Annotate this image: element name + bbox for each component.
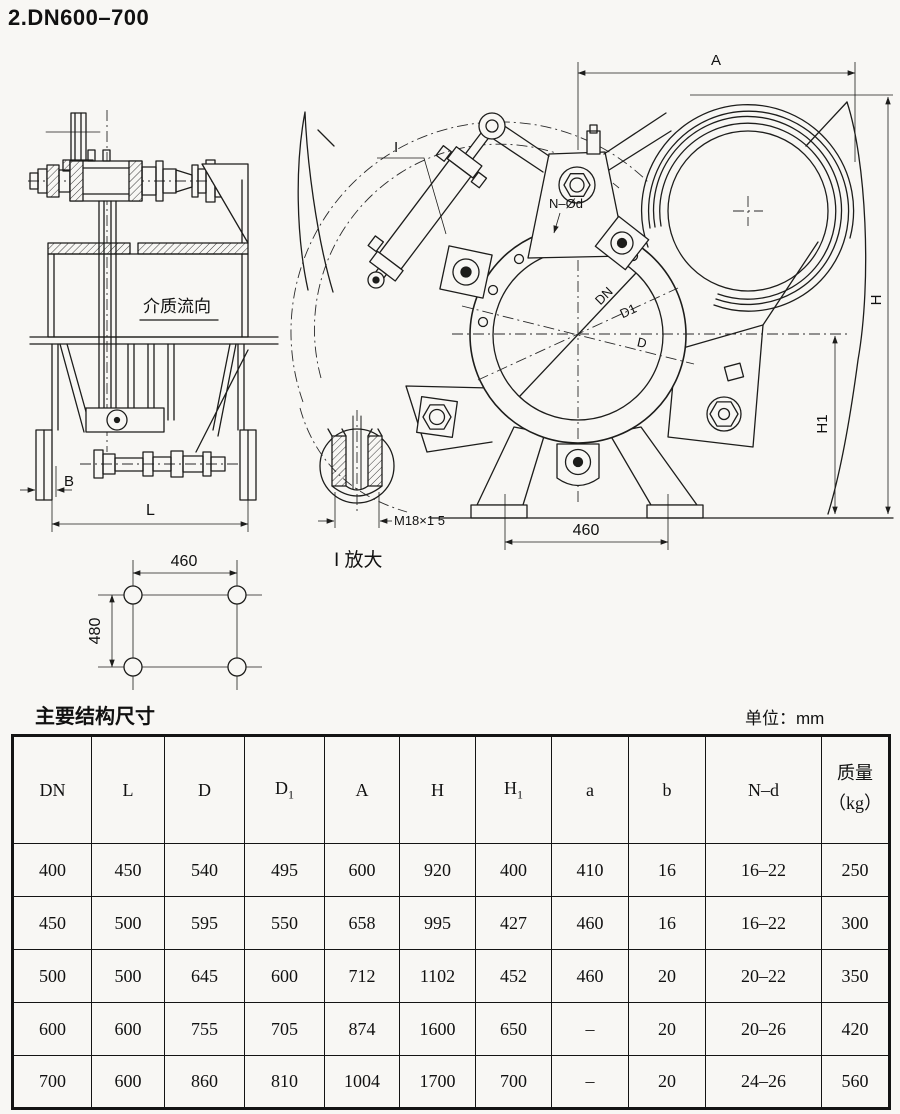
label-d: D	[636, 334, 649, 351]
table-cell: 450	[91, 843, 165, 897]
table-cell: 250	[821, 843, 890, 897]
table-cell: 1700	[399, 1055, 476, 1109]
column-header: H1	[475, 735, 552, 844]
column-header: 质量（kg）	[821, 735, 890, 844]
table-cell: 645	[164, 949, 245, 1003]
table-cell: 20–22	[705, 949, 822, 1003]
column-header: b	[628, 735, 706, 844]
table-cell: 452	[475, 949, 552, 1003]
table-cell: 427	[475, 896, 552, 950]
table-cell: 595	[164, 896, 245, 950]
bolt-pattern-width-label: 460	[171, 553, 198, 570]
front-view-drawing: DN D1 D	[290, 52, 894, 550]
table-cell: 16–22	[705, 896, 822, 950]
table-cell: 705	[244, 1002, 325, 1056]
detail-marker-label: I	[394, 139, 398, 156]
table-cell: 16–22	[705, 843, 822, 897]
table-cell: 600	[91, 1002, 165, 1056]
table-cell: 600	[244, 949, 325, 1003]
column-header: H	[399, 735, 476, 844]
table-cell: 400	[12, 843, 92, 897]
table-cell: 700	[475, 1055, 552, 1109]
table-cell: 712	[324, 949, 400, 1003]
table-cell: 495	[244, 843, 325, 897]
table-cell: 500	[91, 896, 165, 950]
table-cell: 600	[91, 1055, 165, 1109]
label-d1: D1	[617, 301, 638, 322]
table-cell: 350	[821, 949, 890, 1003]
table-cell: 500	[12, 949, 92, 1003]
table-cell: 600	[12, 1002, 92, 1056]
table-cell: 658	[324, 896, 400, 950]
table-cell: 700	[12, 1055, 92, 1109]
table-cell: 400	[475, 843, 552, 897]
table-cell: 540	[164, 843, 245, 897]
unit-label: 单位：mm	[745, 709, 825, 728]
table-cell: 600	[324, 843, 400, 897]
table-cell: 20	[628, 1002, 706, 1056]
table-cell: 410	[551, 843, 629, 897]
table-cell: 810	[244, 1055, 325, 1109]
table-cell: 460	[551, 896, 629, 950]
bolt-pattern-height-label: 480	[87, 618, 104, 645]
side-view-drawing: 介质流向	[20, 110, 279, 532]
column-header: N–d	[705, 735, 822, 844]
column-header: D	[164, 735, 245, 844]
column-header: A	[324, 735, 400, 844]
table-cell: 920	[399, 843, 476, 897]
table-cell: 24–26	[705, 1055, 822, 1109]
flow-direction-label: 介质流向	[143, 297, 211, 316]
dim-l-label: L	[146, 502, 155, 519]
page-title: 2.DN600–700	[8, 5, 150, 30]
table-title: 主要结构尺寸	[35, 706, 155, 728]
column-header: DN	[12, 735, 92, 844]
dim-b-label: B	[64, 473, 74, 490]
column-header: a	[551, 735, 629, 844]
dim-h1-label: H1	[814, 414, 831, 433]
dim-h-label: H	[868, 295, 885, 306]
table-cell: 450	[12, 896, 92, 950]
column-header: L	[91, 735, 165, 844]
table-cell: 20	[628, 949, 706, 1003]
bolt-pattern-drawing: 460 480	[87, 553, 262, 690]
table-cell: 995	[399, 896, 476, 950]
table-cell: 860	[164, 1055, 245, 1109]
table-cell: 1600	[399, 1002, 476, 1056]
table-cell: 1102	[399, 949, 476, 1003]
table-cell: 650	[475, 1002, 552, 1056]
dim-a-label: A	[711, 52, 721, 69]
column-header: D1	[244, 735, 325, 844]
table-cell: 560	[821, 1055, 890, 1109]
table-cell: 16	[628, 896, 706, 950]
table-cell: –	[551, 1002, 629, 1056]
table-cell: 16	[628, 843, 706, 897]
dim-base-label: 460	[573, 522, 600, 539]
table-cell: 420	[821, 1002, 890, 1056]
table-cell: 20–26	[705, 1002, 822, 1056]
table-cell: 460	[551, 949, 629, 1003]
table-cell: 1004	[324, 1055, 400, 1109]
table-cell: 300	[821, 896, 890, 950]
table-cell: 874	[324, 1002, 400, 1056]
bolt-hole-label: N–Ød	[549, 196, 583, 211]
table-cell: 20	[628, 1055, 706, 1109]
table-cell: –	[551, 1055, 629, 1109]
table-cell: 500	[91, 949, 165, 1003]
table-cell: 755	[164, 1002, 245, 1056]
thread-spec-label: M18×1 5	[394, 513, 445, 528]
technical-drawing: 介质流向	[20, 52, 894, 690]
detail-caption: I 放大	[334, 549, 383, 571]
table-cell: 550	[244, 896, 325, 950]
thread-detail-drawing: M18×1 5 I 放大	[318, 410, 445, 571]
